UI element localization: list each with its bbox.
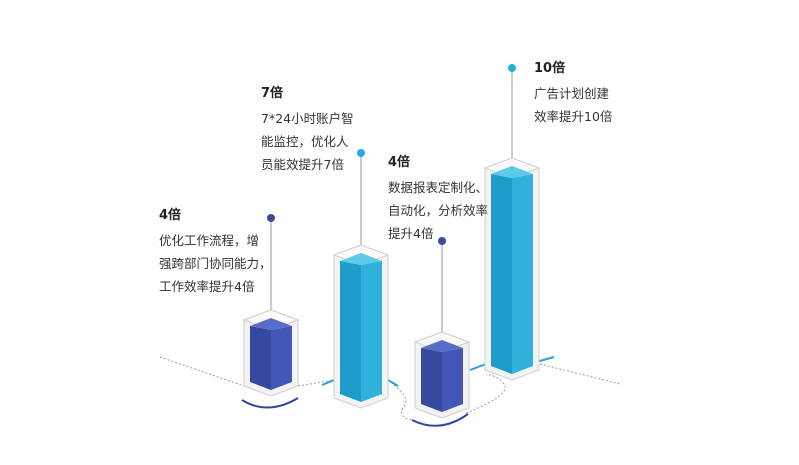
callout-reports: 4倍 数据报表定制化、 自动化，分析效率 提升4倍 [388,154,488,245]
callout-line: 员能效提升7倍 [261,157,344,172]
floor-accent-4 [411,413,469,427]
floor-dotted-path [159,356,621,421]
pin-dot-1 [267,214,275,222]
pin-dot-3 [438,237,446,245]
callout-line: 广告计划创建 [534,86,610,101]
floor-accent-1 [241,397,299,409]
callout-title: 4倍 [388,155,411,170]
callout-line: 优化工作流程，增 [159,233,260,248]
pin-dot-2 [357,149,365,157]
callout-campaigns: 10倍 广告计划创建 效率提升10倍 [534,60,612,128]
callout-line: 7*24小时账户智 [261,111,354,126]
callout-monitoring: 7倍 7*24小时账户智 能监控，优化人 员能效提升7倍 [261,85,354,176]
bar-1 [242,309,300,397]
callout-line: 数据报表定制化、 [388,180,489,195]
bar-2 [332,244,390,409]
callout-title: 4倍 [159,208,182,223]
callout-workflow: 4倍 优化工作流程，增 强跨部门协同能力， 工作效率提升4倍 [159,207,272,298]
callout-title: 7倍 [261,86,284,101]
floor-accent-2 [321,379,335,386]
pin-dot-4 [508,64,516,72]
callout-line: 强跨部门协同能力， [159,256,272,271]
floor-accent-3 [387,379,399,387]
bar-3 [413,331,471,419]
callout-line: 效率提升10倍 [534,109,613,124]
floor-accent-5 [469,363,487,371]
callout-line: 自动化，分析效率 [388,203,489,218]
callout-line: 能监控，优化人 [261,134,349,149]
callout-line: 工作效率提升4倍 [159,279,255,294]
callout-line: 提升4倍 [388,226,434,241]
callout-title: 10倍 [534,61,566,76]
bar-4 [483,157,541,381]
